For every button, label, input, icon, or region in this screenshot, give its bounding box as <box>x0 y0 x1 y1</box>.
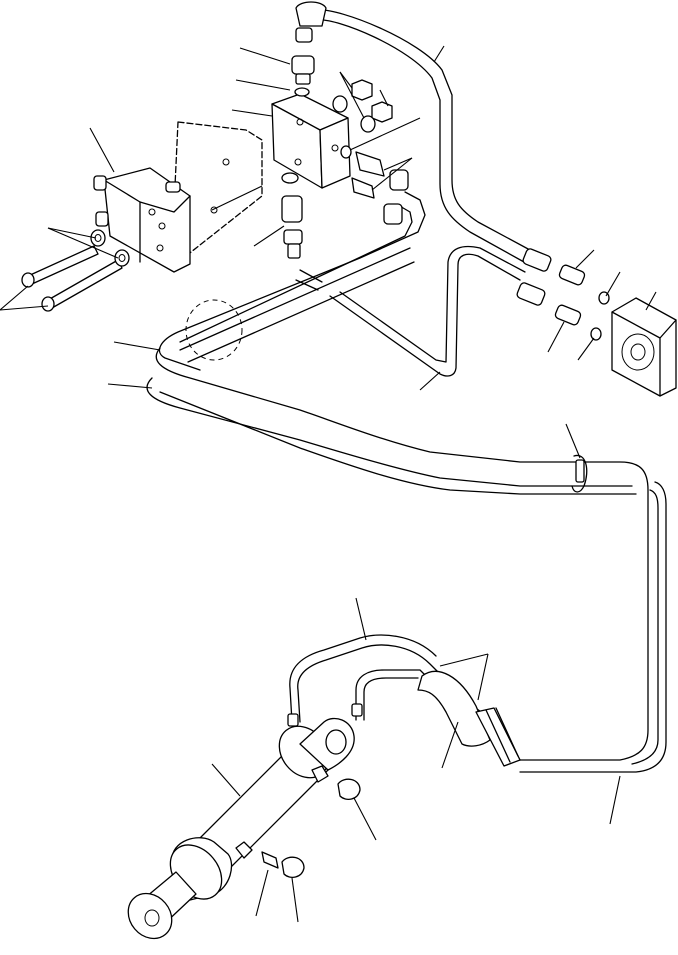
right-connectors <box>516 248 610 341</box>
pipe-long-run-b <box>159 391 637 495</box>
pipe-upper-return <box>317 9 531 251</box>
pipe-cross-bar <box>179 247 415 363</box>
valve-top-fittings <box>291 1 327 97</box>
pipe-long-run-a-inner <box>146 377 633 487</box>
pipe-upper-return-inner <box>317 19 525 263</box>
pipe-lower-connector <box>329 253 521 377</box>
pipe-long-run-d <box>631 489 659 765</box>
pipe-long-run-c <box>519 481 667 773</box>
dashed-routing-ellipse <box>185 299 243 361</box>
pipe-valve-outlet-inner <box>179 204 413 343</box>
pipe-long-run-a <box>155 347 649 761</box>
hose-cylinder-b-inner <box>363 677 419 721</box>
pipe-valve-outlet <box>158 191 426 371</box>
hydraulic-cylinder <box>127 717 355 940</box>
pipe-lower-connector-inner <box>339 245 526 363</box>
right-mounting-plate <box>611 297 677 397</box>
mounting-bolts <box>21 229 130 312</box>
hose-clamp <box>571 454 588 493</box>
leader-lines <box>0 45 657 923</box>
pipe-cross-short <box>295 269 323 291</box>
hose-sleeve <box>417 670 521 767</box>
valve-bottom-fittings <box>281 172 303 259</box>
control-valve <box>93 167 191 273</box>
hose-cylinder-b <box>355 669 441 721</box>
valve-block <box>271 93 351 189</box>
valve-side-fittings <box>351 151 409 225</box>
cylinder-fittings <box>261 703 363 879</box>
hose-cylinder-a-inner <box>289 634 437 723</box>
